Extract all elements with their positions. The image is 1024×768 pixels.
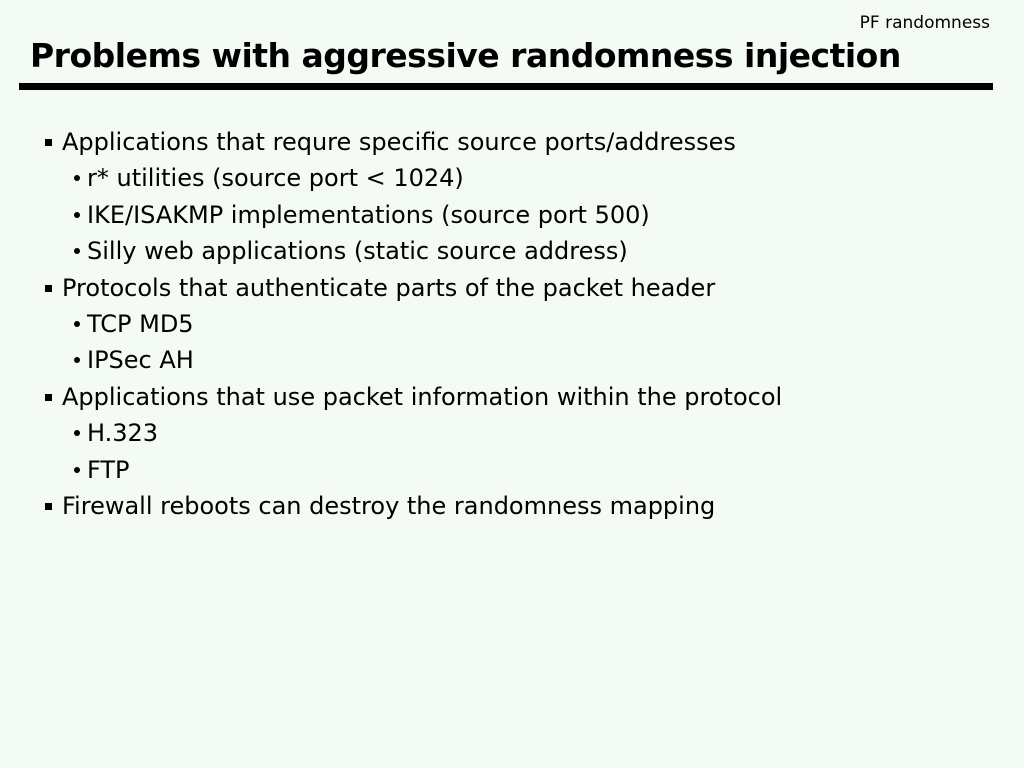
bullet-item: Silly web applications (static source ad… [0, 233, 1024, 269]
bullet-text: IKE/ISAKMP implementations (source port … [87, 200, 650, 229]
square-bullet-icon [45, 393, 52, 401]
bullet-text: FTP [87, 455, 130, 484]
square-bullet-icon [45, 503, 52, 511]
bullet-item: Firewall reboots can destroy the randomn… [0, 488, 1024, 524]
corner-label: PF randomness [859, 13, 990, 33]
bullet-text: Applications that use packet information… [62, 382, 783, 411]
title-rule-divider [19, 83, 993, 90]
page-title: Problems with aggressive randomness inje… [30, 36, 901, 75]
bullet-text: Applications that requre specific source… [62, 128, 736, 156]
dot-bullet-icon [74, 211, 80, 218]
dot-bullet-icon [74, 321, 80, 328]
dot-bullet-icon [74, 248, 80, 255]
bullet-text: H.323 [87, 419, 159, 448]
bullet-list: Applications that requre specific source… [0, 124, 1024, 524]
bullet-text: IPSec AH [87, 346, 194, 375]
bullet-text: Firewall reboots can destroy the randomn… [62, 492, 716, 521]
bullet-item: TCP MD5 [0, 306, 1024, 342]
bullet-item: Applications that use packet information… [0, 379, 1024, 415]
bullet-item: Protocols that authenticate parts of the… [0, 270, 1024, 306]
square-bullet-icon [45, 139, 52, 146]
bullet-item: r* utilities (source port < 1024) [0, 160, 1024, 196]
bullet-text: Silly web applications (static source ad… [87, 237, 628, 266]
dot-bullet-icon [74, 175, 80, 182]
bullet-text: Protocols that authenticate parts of the… [62, 273, 716, 302]
dot-bullet-icon [74, 357, 80, 364]
bullet-item: IPSec AH [0, 342, 1024, 378]
bullet-text: TCP MD5 [87, 310, 194, 339]
bullet-item: IKE/ISAKMP implementations (source port … [0, 197, 1024, 233]
square-bullet-icon [45, 284, 52, 292]
dot-bullet-icon [74, 430, 80, 437]
dot-bullet-icon [74, 466, 80, 473]
bullet-item: Applications that requre specific source… [0, 124, 1024, 160]
bullet-item: FTP [0, 452, 1024, 488]
bullet-text: r* utilities (source port < 1024) [87, 164, 464, 193]
bullet-item: H.323 [0, 415, 1024, 451]
